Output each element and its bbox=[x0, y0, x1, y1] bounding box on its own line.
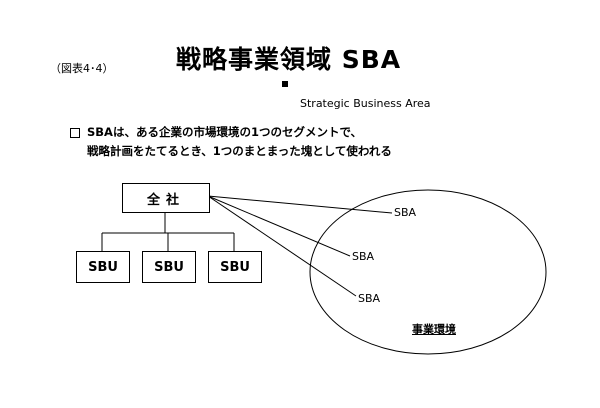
business-environment-ellipse bbox=[309, 189, 547, 355]
sbu-box: SBU bbox=[208, 251, 262, 283]
page-title: 戦略事業領域 SBA bbox=[176, 45, 402, 74]
business-environment-label: 事業環境 bbox=[412, 323, 456, 336]
subtitle: Strategic Business Area bbox=[300, 97, 431, 110]
description-line-1: SBAは、ある企業の市場環境の1つのセグメントで、 bbox=[87, 125, 362, 139]
link-sba-2 bbox=[207, 195, 351, 257]
checkbox-bullet-icon bbox=[70, 128, 80, 138]
sba-label: SBA bbox=[352, 250, 375, 263]
link-sba-3 bbox=[207, 195, 357, 297]
sba-label: SBA bbox=[358, 292, 381, 305]
link-sba-1 bbox=[207, 195, 393, 214]
sba-label: SBA bbox=[394, 206, 417, 219]
sbu-box: SBU bbox=[76, 251, 130, 283]
figure-label: （図表4･4） bbox=[50, 62, 114, 75]
company-box: 全社 bbox=[122, 183, 210, 213]
description-line-2: 戦略計画をたてるとき、1つのまとまった塊として使われる bbox=[87, 144, 392, 158]
sbu-box: SBU bbox=[142, 251, 196, 283]
square-bullet-icon bbox=[282, 81, 288, 87]
